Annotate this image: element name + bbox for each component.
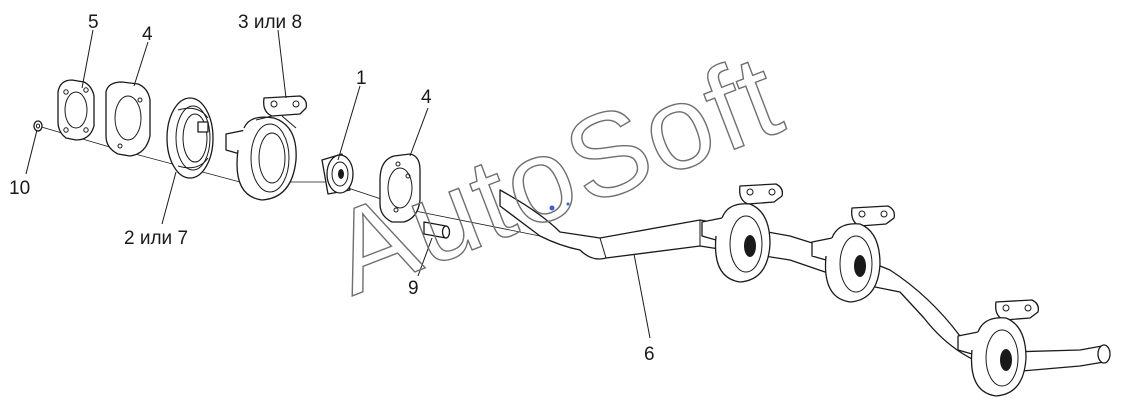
callout-4-left: 4 bbox=[142, 24, 153, 45]
leader-1 bbox=[337, 85, 361, 161]
callout-9: 9 bbox=[408, 278, 419, 299]
callout-2-or-7: 2 или 7 bbox=[124, 228, 188, 249]
installed-bracket-3 bbox=[957, 299, 1040, 397]
callout-3-or-8: 3 или 8 bbox=[238, 12, 302, 33]
part-9-bolt bbox=[423, 221, 451, 239]
part-2-or-7-housing bbox=[166, 97, 214, 179]
part-3-or-8-bracket bbox=[225, 95, 308, 201]
leader-4-right bbox=[409, 107, 429, 157]
callout-4-right: 4 bbox=[421, 87, 432, 108]
installed-bracket-1 bbox=[701, 183, 784, 283]
leader-10 bbox=[25, 129, 38, 175]
part-10-nut bbox=[33, 120, 43, 132]
callout-5: 5 bbox=[88, 12, 99, 33]
callout-6: 6 bbox=[644, 344, 655, 365]
leader-4-left bbox=[133, 41, 149, 87]
callout-10: 10 bbox=[9, 178, 30, 199]
part-6-shaft bbox=[499, 189, 1111, 373]
part-4-gasket-right bbox=[379, 153, 421, 223]
leader-2-or-7 bbox=[161, 171, 177, 225]
part-4-gasket-left bbox=[105, 81, 151, 157]
leader-5 bbox=[81, 29, 94, 89]
leader-3-or-8 bbox=[277, 29, 287, 99]
installed-bracket-2 bbox=[811, 205, 896, 303]
part-5-plate bbox=[57, 79, 95, 141]
part-1-bearing bbox=[321, 153, 354, 195]
leader-6 bbox=[633, 253, 651, 339]
marker-dot bbox=[566, 202, 570, 206]
leader-9 bbox=[417, 237, 433, 277]
callout-1: 1 bbox=[356, 68, 367, 89]
marker-dot bbox=[549, 205, 555, 211]
